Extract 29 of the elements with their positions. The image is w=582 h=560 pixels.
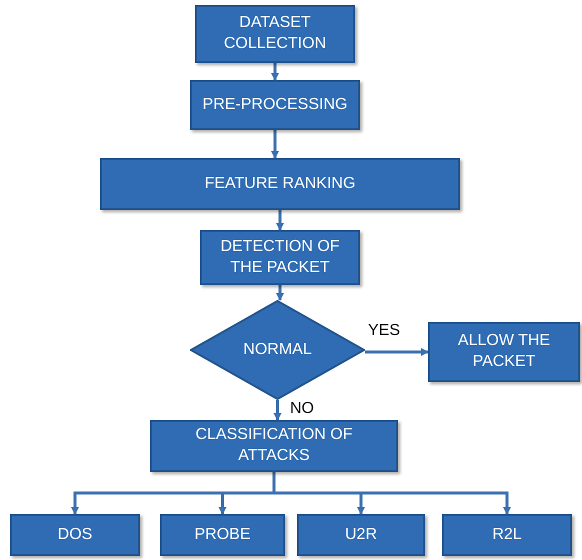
process-box [10,514,140,556]
process-box [100,158,460,210]
arrow [274,400,282,421]
arrow [365,348,429,356]
arrow [271,63,279,81]
box-label: DATASET COLLECTION [222,13,328,54]
arrow [271,130,279,159]
arrow [272,472,511,515]
process-box [195,5,355,63]
box-label: PRE-PROCESSING [202,94,348,115]
box-label: ALLOW THE PACKET [456,331,552,372]
box-label: U2R [344,524,378,545]
box-label: NORMAL [242,340,313,360]
process-box [190,80,360,130]
box-label: CLASSIFICATION OF ATTACKS [194,425,354,466]
arrow [276,210,284,231]
box-label: PROBE [193,524,252,545]
process-box [200,230,360,285]
box-label: FEATURE RANKING [204,174,356,194]
process-box [297,514,425,556]
box-label: DETECTION OF THE PACKET [219,236,341,278]
process-box [428,322,580,382]
process-box [150,420,398,472]
decision-diamond [190,300,365,400]
process-box [160,514,285,556]
arrow [276,285,284,301]
box-label: DOS [56,524,94,545]
process-box [442,514,572,556]
box-label: R2L [491,524,523,545]
